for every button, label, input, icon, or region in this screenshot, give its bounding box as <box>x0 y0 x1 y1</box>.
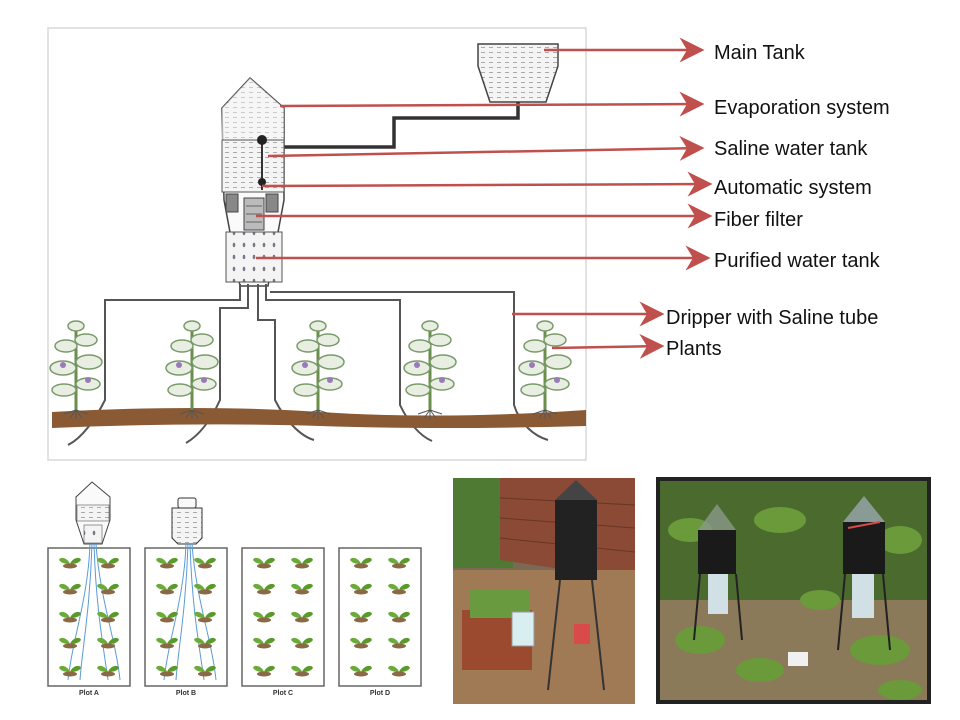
plot-label: Plot C <box>272 690 294 697</box>
automatic-switch <box>258 178 266 186</box>
plot-label: Plot D <box>369 690 391 697</box>
arrow-right-icon <box>261 171 713 197</box>
plot-label: Plot B <box>175 690 197 697</box>
label-saline-water-tank: Saline water tank <box>714 138 868 160</box>
tank-icon <box>477 43 559 103</box>
plot-label: Plot A <box>79 690 99 697</box>
photo-rooftop <box>453 478 636 704</box>
arrow-right-icon <box>551 333 665 359</box>
label-automatic-system: Automatic system <box>714 177 872 199</box>
label-purified-water-tank: Purified water tank <box>714 250 880 272</box>
label-plants: Plants <box>666 338 722 360</box>
label-dripper: Dripper with Saline tube <box>666 307 879 329</box>
label-main-tank: Main Tank <box>714 42 805 64</box>
feed-pipe <box>265 102 520 149</box>
soil-strip <box>52 408 586 428</box>
callout-arrows <box>256 37 713 359</box>
label-evaporation-system: Evaporation system <box>714 97 890 119</box>
photo-field <box>656 477 931 704</box>
label-fiber-filter: Fiber filter <box>714 209 803 231</box>
arrow-right-icon <box>267 135 705 161</box>
plot-layout <box>47 481 422 687</box>
arrow-right-icon <box>279 91 705 117</box>
float-valve <box>257 135 267 145</box>
saline-water-tank <box>221 139 285 193</box>
